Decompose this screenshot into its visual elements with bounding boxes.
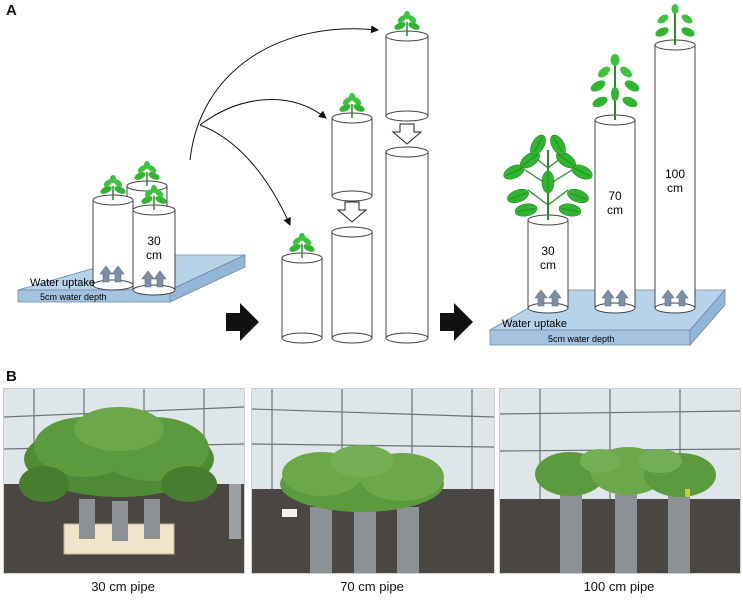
stage2-pipe-70-lower [331,226,373,344]
stage3-plant-100 [655,4,695,45]
photo-100cm-pipe [499,388,741,574]
stage3-water-depth-label: 5cm water depth [548,334,615,344]
stage1-water-uptake-label: Water uptake [30,277,95,289]
stage3-water-uptake-label: Water uptake [502,318,567,330]
pipe-experiment-diagram: 30 cm Water uptake 5cm water depth [17,4,726,347]
stage3-pipe-70-unit: cm [607,203,623,217]
stage3-plant-70 [590,54,640,120]
stage1-pipe-left [92,194,134,291]
photo-30cm-pipe [3,388,245,574]
caption-30cm-pipe: 30 cm pipe [91,579,155,594]
panel-b-letter: B [6,368,17,385]
stage3-pipe-70-height: 70 [608,189,622,203]
stage3-pipe-30-height: 30 [541,244,555,258]
stage1-pipe-height: 30 [147,234,161,248]
stage3-pipe-100-unit: cm [667,181,683,195]
panel-a-letter: A [6,2,17,19]
stage1-pipe-right [132,204,176,296]
transplant-arrow-middle [199,99,327,126]
step-arrow-1-icon [226,303,259,341]
stage3-plant-30 [501,132,595,220]
stage2-pipe-100-upper [385,30,429,122]
stage3-pipe-100-height: 100 [665,167,685,181]
caption-100cm-pipe: 100 cm pipe [583,579,655,594]
transplant-arrow-top [189,25,379,161]
transplant-arrow-bottom [199,124,291,226]
stage2-pipe-30 [281,252,323,344]
stage1-water-depth-label: 5cm water depth [40,292,107,302]
step-arrow-2-icon [440,303,473,341]
stage3-pipe-30-unit: cm [540,258,556,272]
stage2-pipe-100-lower [385,146,429,344]
photo-70cm-pipe [251,388,495,574]
stage3-pipe-100 [654,39,696,314]
stage1-pipe-unit: cm [146,248,162,262]
stack-arrow-100-icon [391,123,423,145]
stage2-pipe-70-upper [331,112,373,202]
stack-arrow-70-icon [336,201,368,223]
caption-70cm-pipe: 70 cm pipe [340,579,404,594]
